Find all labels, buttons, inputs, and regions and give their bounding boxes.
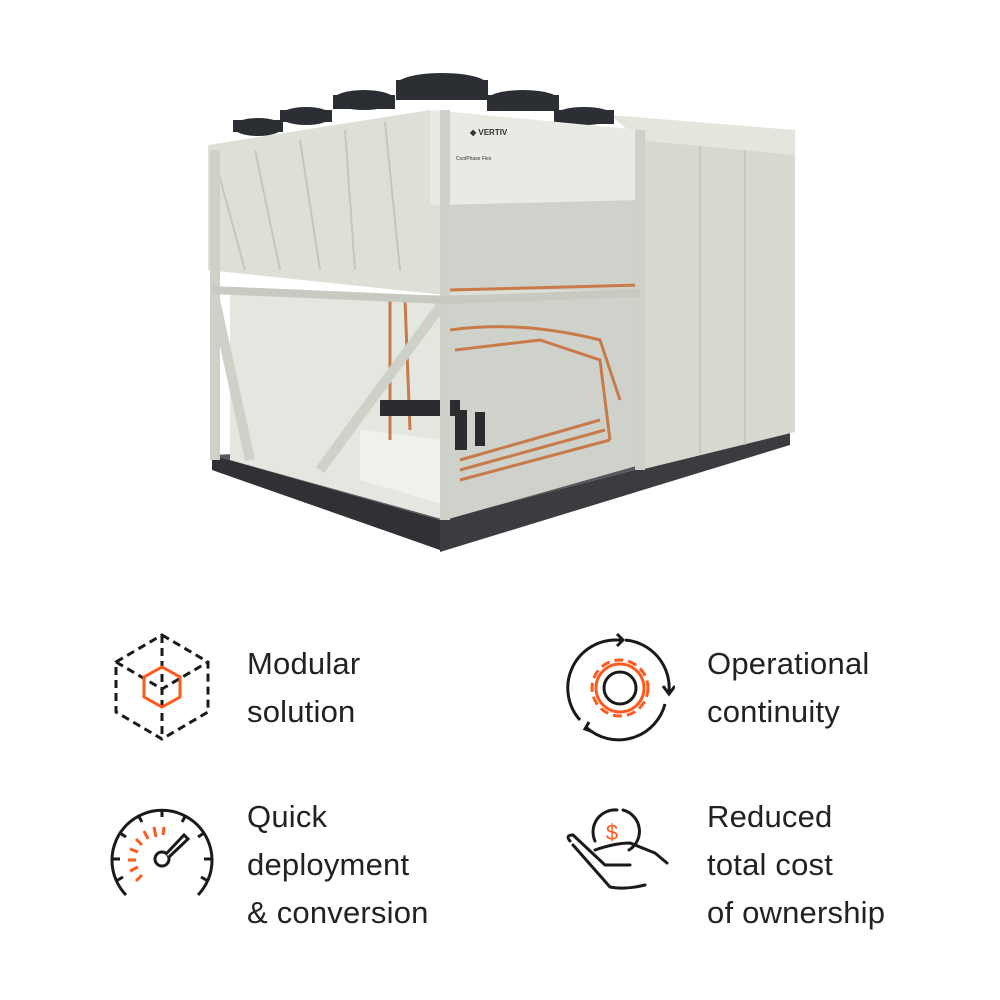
svg-text:CoolPhase Flex: CoolPhase Flex [456,156,492,162]
feature-line: Reduced [707,799,833,834]
base-frame [212,455,440,550]
hand-coin-icon: $ [566,808,669,890]
feature-line: continuity [707,694,840,729]
feature-line: Quick [247,799,328,834]
feature-line: & conversion [247,895,429,930]
feature-line: total cost [707,847,834,882]
svg-text:$: $ [606,820,618,845]
gear-cycle-icon [566,632,675,742]
feature-line: Operational [707,646,870,681]
modular-cube-icon [114,633,210,741]
feature-line: deployment [247,847,410,882]
side-enclosure [640,140,795,470]
product-image-coolphase-flex: ◆ VERTIV CoolPhase Flex [208,73,795,552]
brand-logo: ◆ VERTIV [469,128,508,137]
feature-line: Modular [247,646,361,681]
base-frame-front [440,430,790,552]
speedometer-icon [110,808,214,897]
fans [233,73,614,136]
feature-line: of ownership [707,895,886,930]
feature-line: solution [247,694,356,729]
